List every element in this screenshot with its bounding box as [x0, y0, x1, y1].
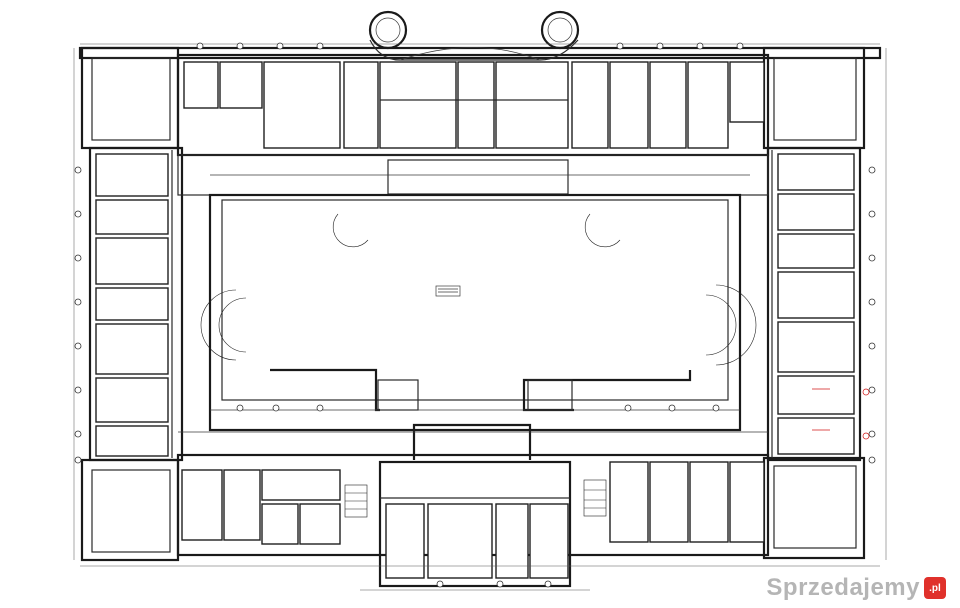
north-towers [368, 10, 580, 61]
axis-markers [74, 42, 876, 588]
pavilion-ne [762, 46, 866, 150]
outer-walls [78, 46, 882, 588]
watermark-badge: .pl [924, 577, 946, 599]
red-annotations [812, 388, 870, 440]
watermark-text: Sprzedajemy [766, 574, 920, 601]
south-rooms [181, 461, 765, 579]
pavilion-nw [80, 46, 180, 150]
west-rooms [95, 150, 173, 458]
watermark: Sprzedajemy .pl [766, 574, 946, 602]
north-corridor [177, 154, 769, 196]
courtyard [178, 193, 768, 460]
north-rooms [183, 61, 765, 149]
stairs [200, 213, 757, 518]
east-rooms [771, 150, 855, 458]
pavilion-sw [80, 458, 180, 562]
dimension-lines [73, 43, 887, 591]
pavilion-se [762, 456, 866, 560]
